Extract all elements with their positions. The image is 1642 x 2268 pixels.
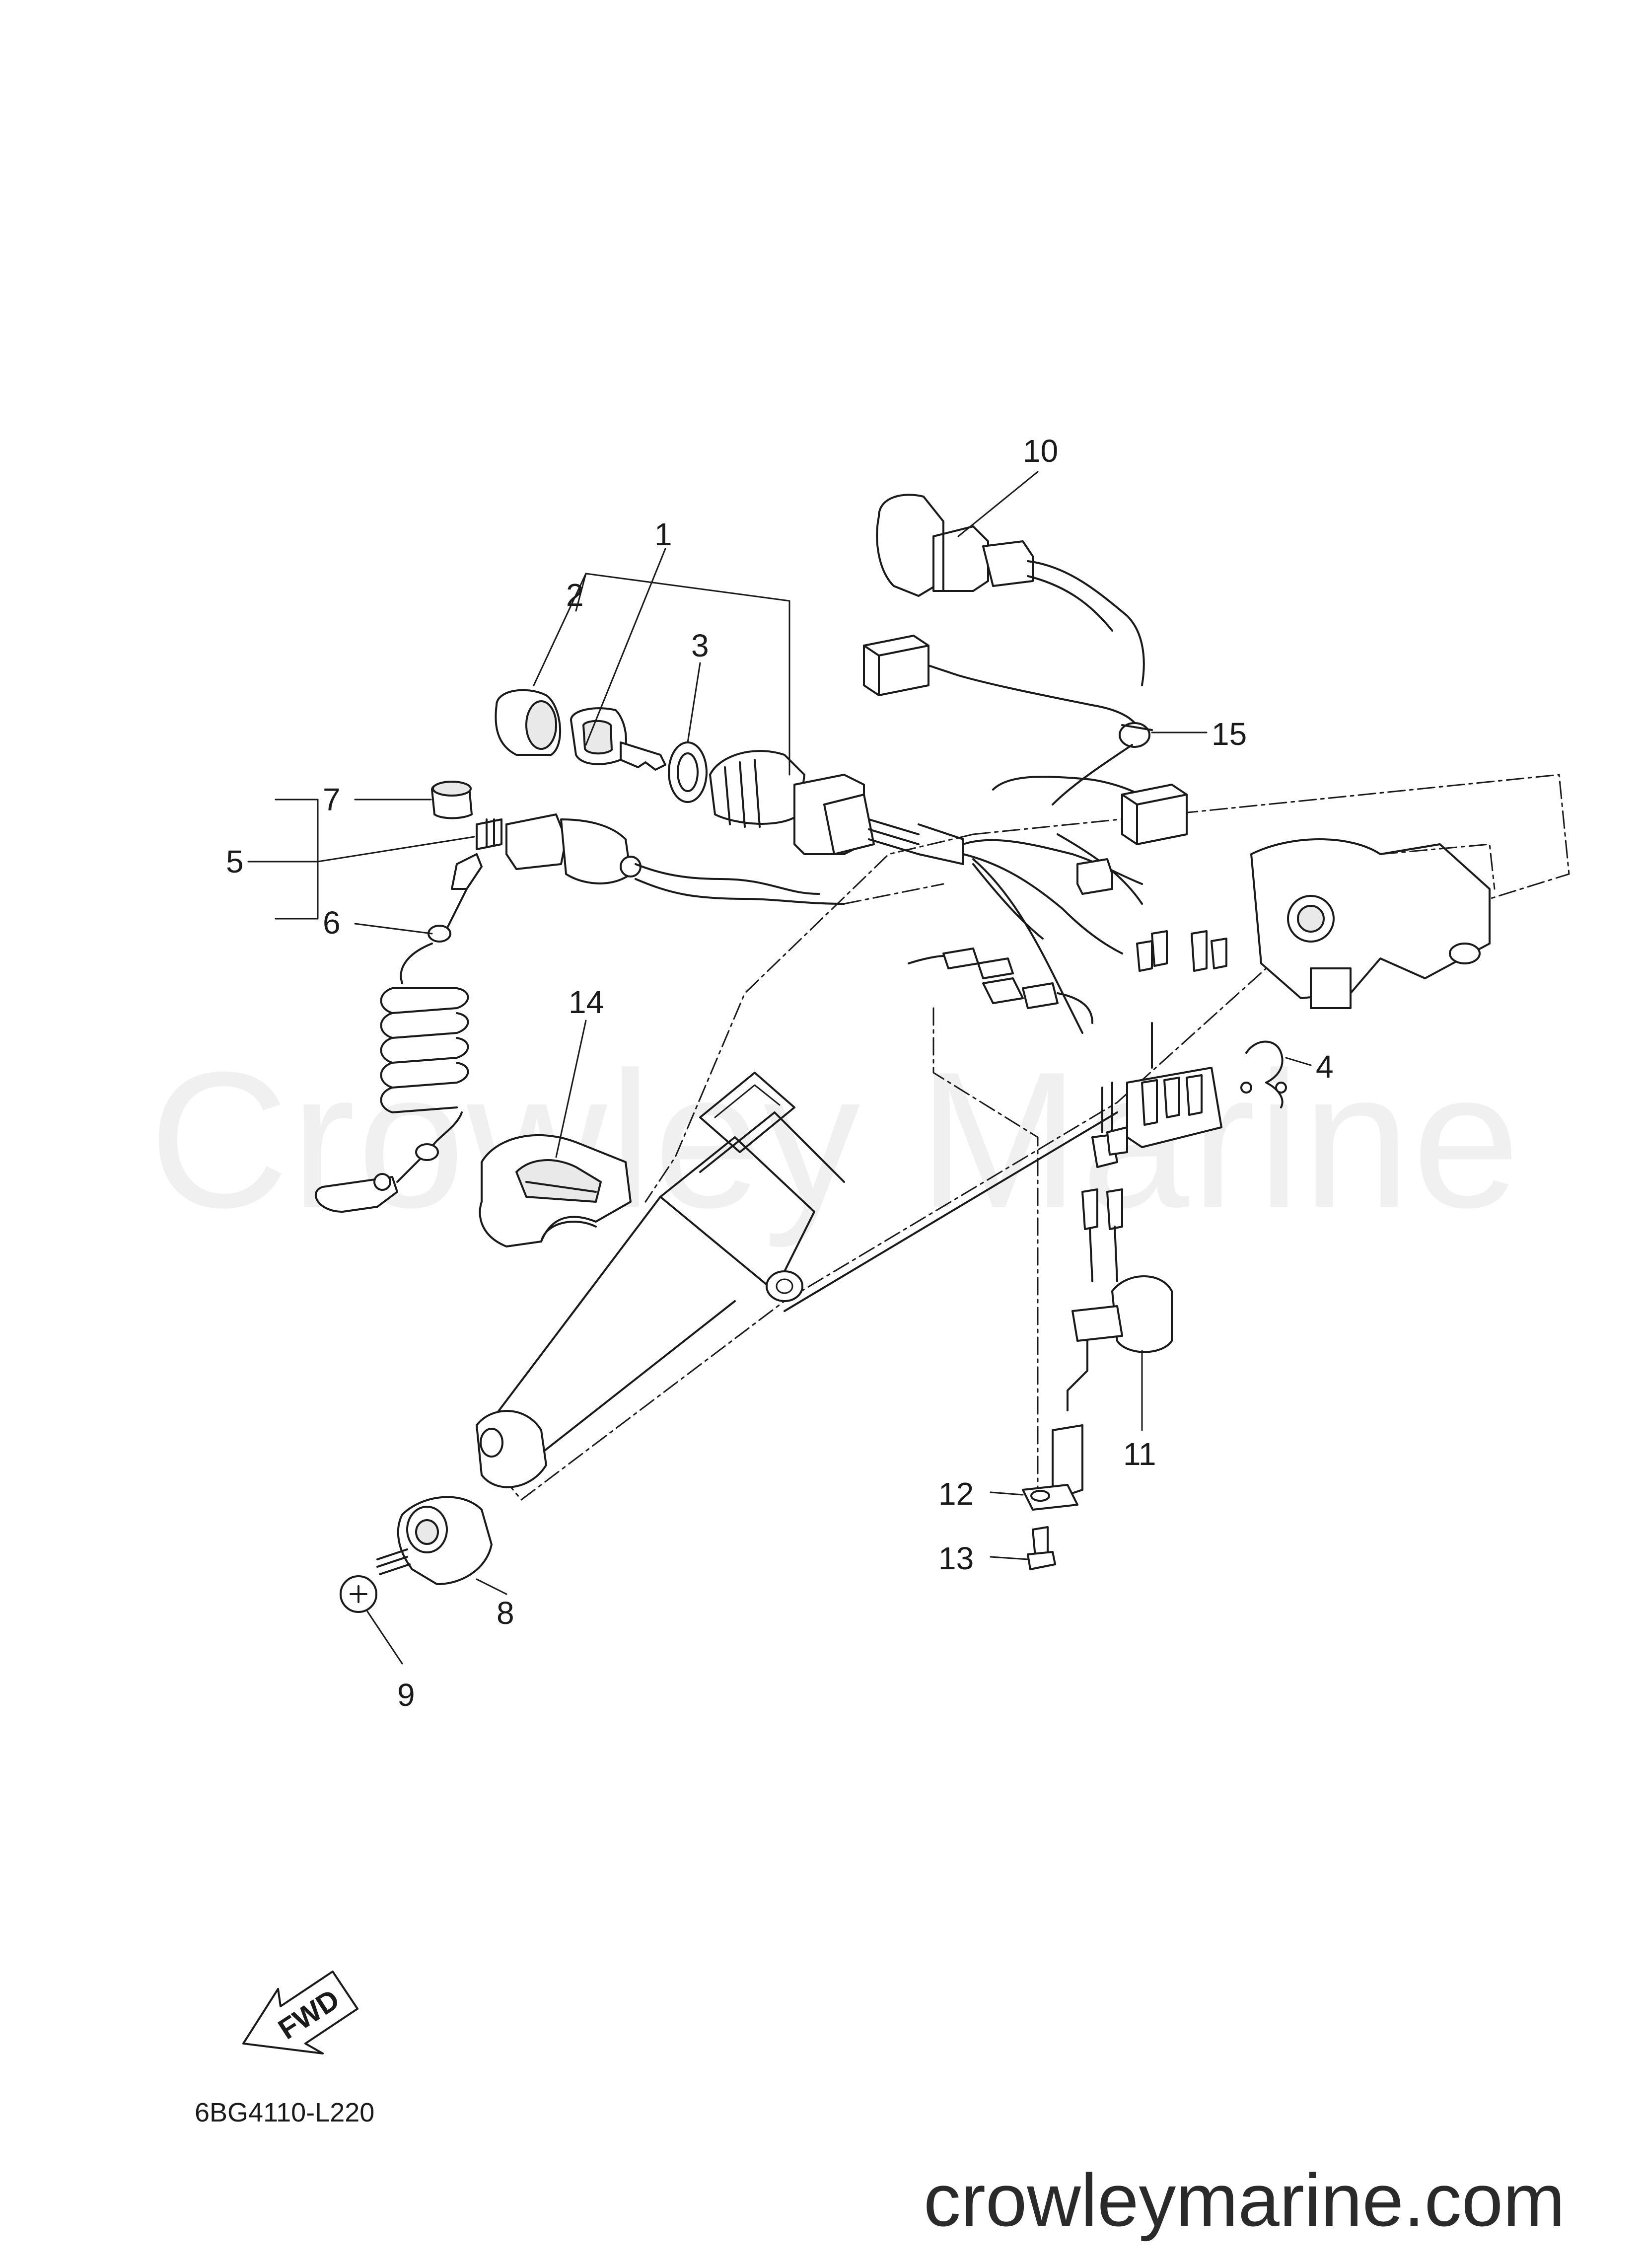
part-14-clamp (479, 1134, 632, 1247)
callout-9: 9 (397, 1677, 415, 1713)
callout-7: 7 (323, 782, 341, 817)
callouts: 1 2 3 4 5 6 7 8 9 10 11 12 13 14 15 (226, 433, 1334, 1713)
callout-11: 11 (1123, 1436, 1156, 1472)
callout-5: 5 (226, 844, 244, 879)
small-relay-box (863, 635, 1143, 736)
part-12-13-hardware (932, 1007, 1083, 1570)
callout-1: 1 (654, 516, 672, 552)
bracket-illustration (1250, 838, 1496, 1009)
part-1-key (570, 707, 666, 771)
leader-lines (247, 471, 1312, 1665)
main-switch-assembly (709, 750, 964, 865)
callout-12: 12 (938, 1476, 974, 1512)
part-7-cap (431, 781, 473, 819)
part-15-clip (1052, 722, 1153, 805)
part-10-connector (876, 494, 1145, 686)
part-8-grip-end (397, 1496, 493, 1585)
part-4-clip (1240, 1040, 1287, 1108)
part-9-screw (340, 1548, 411, 1613)
part-3-washer (668, 741, 708, 803)
footer-url: crowleymarine.com (924, 2158, 1565, 2242)
wiring-harness (908, 776, 1227, 1034)
callout-3: 3 (691, 628, 709, 663)
callout-13: 13 (938, 1540, 974, 1576)
part-2-boot (495, 689, 562, 756)
diagram-code: 6BG4110-L220 (195, 2098, 374, 2127)
terminal-block-4 (1126, 1022, 1222, 1148)
part-11-sensor (1067, 1082, 1173, 1411)
watermark-text: Crowley Marine (149, 1031, 1522, 1249)
callout-14: 14 (569, 984, 604, 1020)
callout-2: 2 (566, 577, 584, 613)
callout-8: 8 (497, 1595, 514, 1631)
part-5-stop-switch (476, 813, 944, 905)
callout-4: 4 (1316, 1049, 1334, 1085)
callout-6: 6 (323, 905, 341, 941)
fwd-arrow-icon: FWD (242, 1971, 358, 2054)
steering-handle-illustration (476, 774, 1570, 1501)
callout-10: 10 (1023, 433, 1058, 469)
part-6-lanyard (314, 853, 483, 1213)
callout-15: 15 (1212, 716, 1247, 752)
